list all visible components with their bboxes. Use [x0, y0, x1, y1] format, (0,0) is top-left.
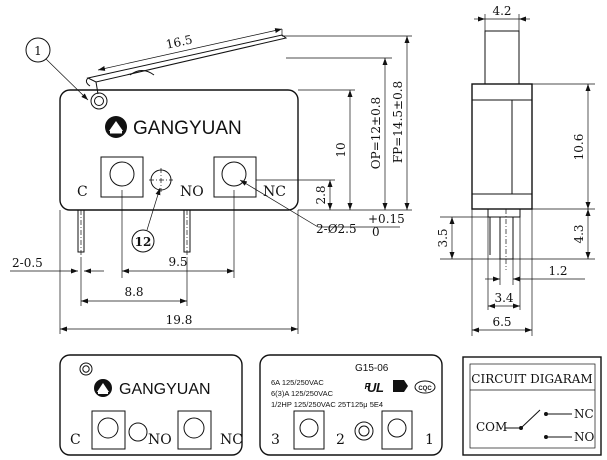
- front-view: 1 16.5 GANGYUAN C: [10, 28, 412, 334]
- dim-terminal-width: 1.2: [548, 264, 567, 278]
- svg-text:U: U: [367, 380, 377, 395]
- side-view: 4.2 10.6 4.3 3.5 1.2 3.4 6.5: [436, 4, 595, 336]
- spec-line-2: 6(3)A 125/250VAC: [271, 389, 334, 398]
- face-label-nc: NC: [220, 432, 243, 448]
- dim-total-length: 19.8: [166, 313, 193, 327]
- rear-terminal-3: 3: [271, 432, 280, 448]
- rear-terminal-1: 1: [425, 432, 434, 448]
- brand-logo-icon-small: [94, 379, 112, 397]
- dim-terminal-4-3: 4.3: [572, 224, 586, 243]
- dim-spacing-8-8: 8.8: [124, 285, 143, 299]
- callout-circle-12: [131, 229, 155, 253]
- dim-terminal-spacing: 3.4: [494, 291, 513, 305]
- callout-leader-1: [45, 58, 89, 101]
- dim-pin-thickness: 2-0.5: [12, 256, 43, 270]
- brand-logo-icon: [105, 116, 127, 138]
- dim-spacing-9-5: 9.5: [168, 255, 187, 269]
- cqc-mark-icon: CQC: [414, 380, 436, 394]
- brand-name-front: GANGYUAN: [133, 118, 242, 139]
- svg-text:L: L: [376, 380, 384, 395]
- face-label-c: C: [70, 432, 81, 448]
- label-face-front: GANGYUAN C NO NC: [59, 354, 243, 456]
- dim-fp: FP=14.5±0.8: [391, 81, 405, 163]
- circuit-com: COM: [476, 420, 507, 434]
- rear-terminal-2: 2: [336, 432, 345, 448]
- model-number: G15-06: [355, 363, 389, 374]
- dim-plunger-width: 4.2: [492, 4, 511, 18]
- callout-label-1: 1: [34, 44, 42, 58]
- terminal-label-nc: NC: [263, 184, 286, 200]
- terminal-window-nc: [213, 156, 257, 198]
- dim-line-lever: [97, 28, 283, 71]
- switch-body-front: [59, 89, 299, 211]
- circuit-title: CIRCUIT DIGARAM: [471, 372, 592, 386]
- spec-line-3: 1/2HP 125/250VAC 25T125μ 5E4: [271, 400, 383, 409]
- switch-body-side: [471, 83, 533, 210]
- terminal-label-no: NO: [180, 184, 204, 200]
- circuit-no: NO: [574, 430, 595, 444]
- callout-circle-1: [25, 37, 51, 63]
- rivet-top: [90, 92, 108, 110]
- face-label-no: NO: [148, 432, 172, 448]
- spec-line-1: 6A 125/250VAC: [271, 378, 324, 387]
- dim-hole-tol-lower: 0: [372, 225, 380, 239]
- label-face-rear: G15-06 6A 125/250VAC 6(3)A 125/250VAC 1/…: [259, 354, 443, 456]
- callout-label-12: 12: [135, 235, 152, 249]
- dim-hole-tol-upper: +0.15: [368, 212, 405, 226]
- dim-pin-offset: 2.8: [314, 185, 328, 204]
- ce-mark-icon: [393, 380, 408, 392]
- side-terminal: [499, 216, 514, 260]
- ul-mark-icon: ᴿ U L: [364, 380, 384, 395]
- svg-text:CQC: CQC: [418, 386, 432, 392]
- dim-body-height: 10.6: [572, 134, 586, 161]
- dim-op: OP=12±0.8: [369, 97, 383, 169]
- terminal-label-c: C: [77, 184, 88, 200]
- dim-body-width: 6.5: [492, 315, 511, 329]
- circuit-nc: NC: [574, 407, 594, 421]
- dim-lever-length: 16.5: [165, 32, 194, 51]
- brand-name-small: GANGYUAN: [119, 381, 211, 398]
- svg-text:ᴿ: ᴿ: [364, 381, 371, 395]
- dim-terminal-3-5: 3.5: [436, 228, 450, 247]
- plunger: [484, 30, 520, 85]
- circuit-diagram: CIRCUIT DIGARAM COM NC NO: [462, 356, 602, 456]
- dim-hole-dia: 2-Ø2.5: [316, 222, 357, 236]
- dim-height-10: 10: [334, 142, 348, 157]
